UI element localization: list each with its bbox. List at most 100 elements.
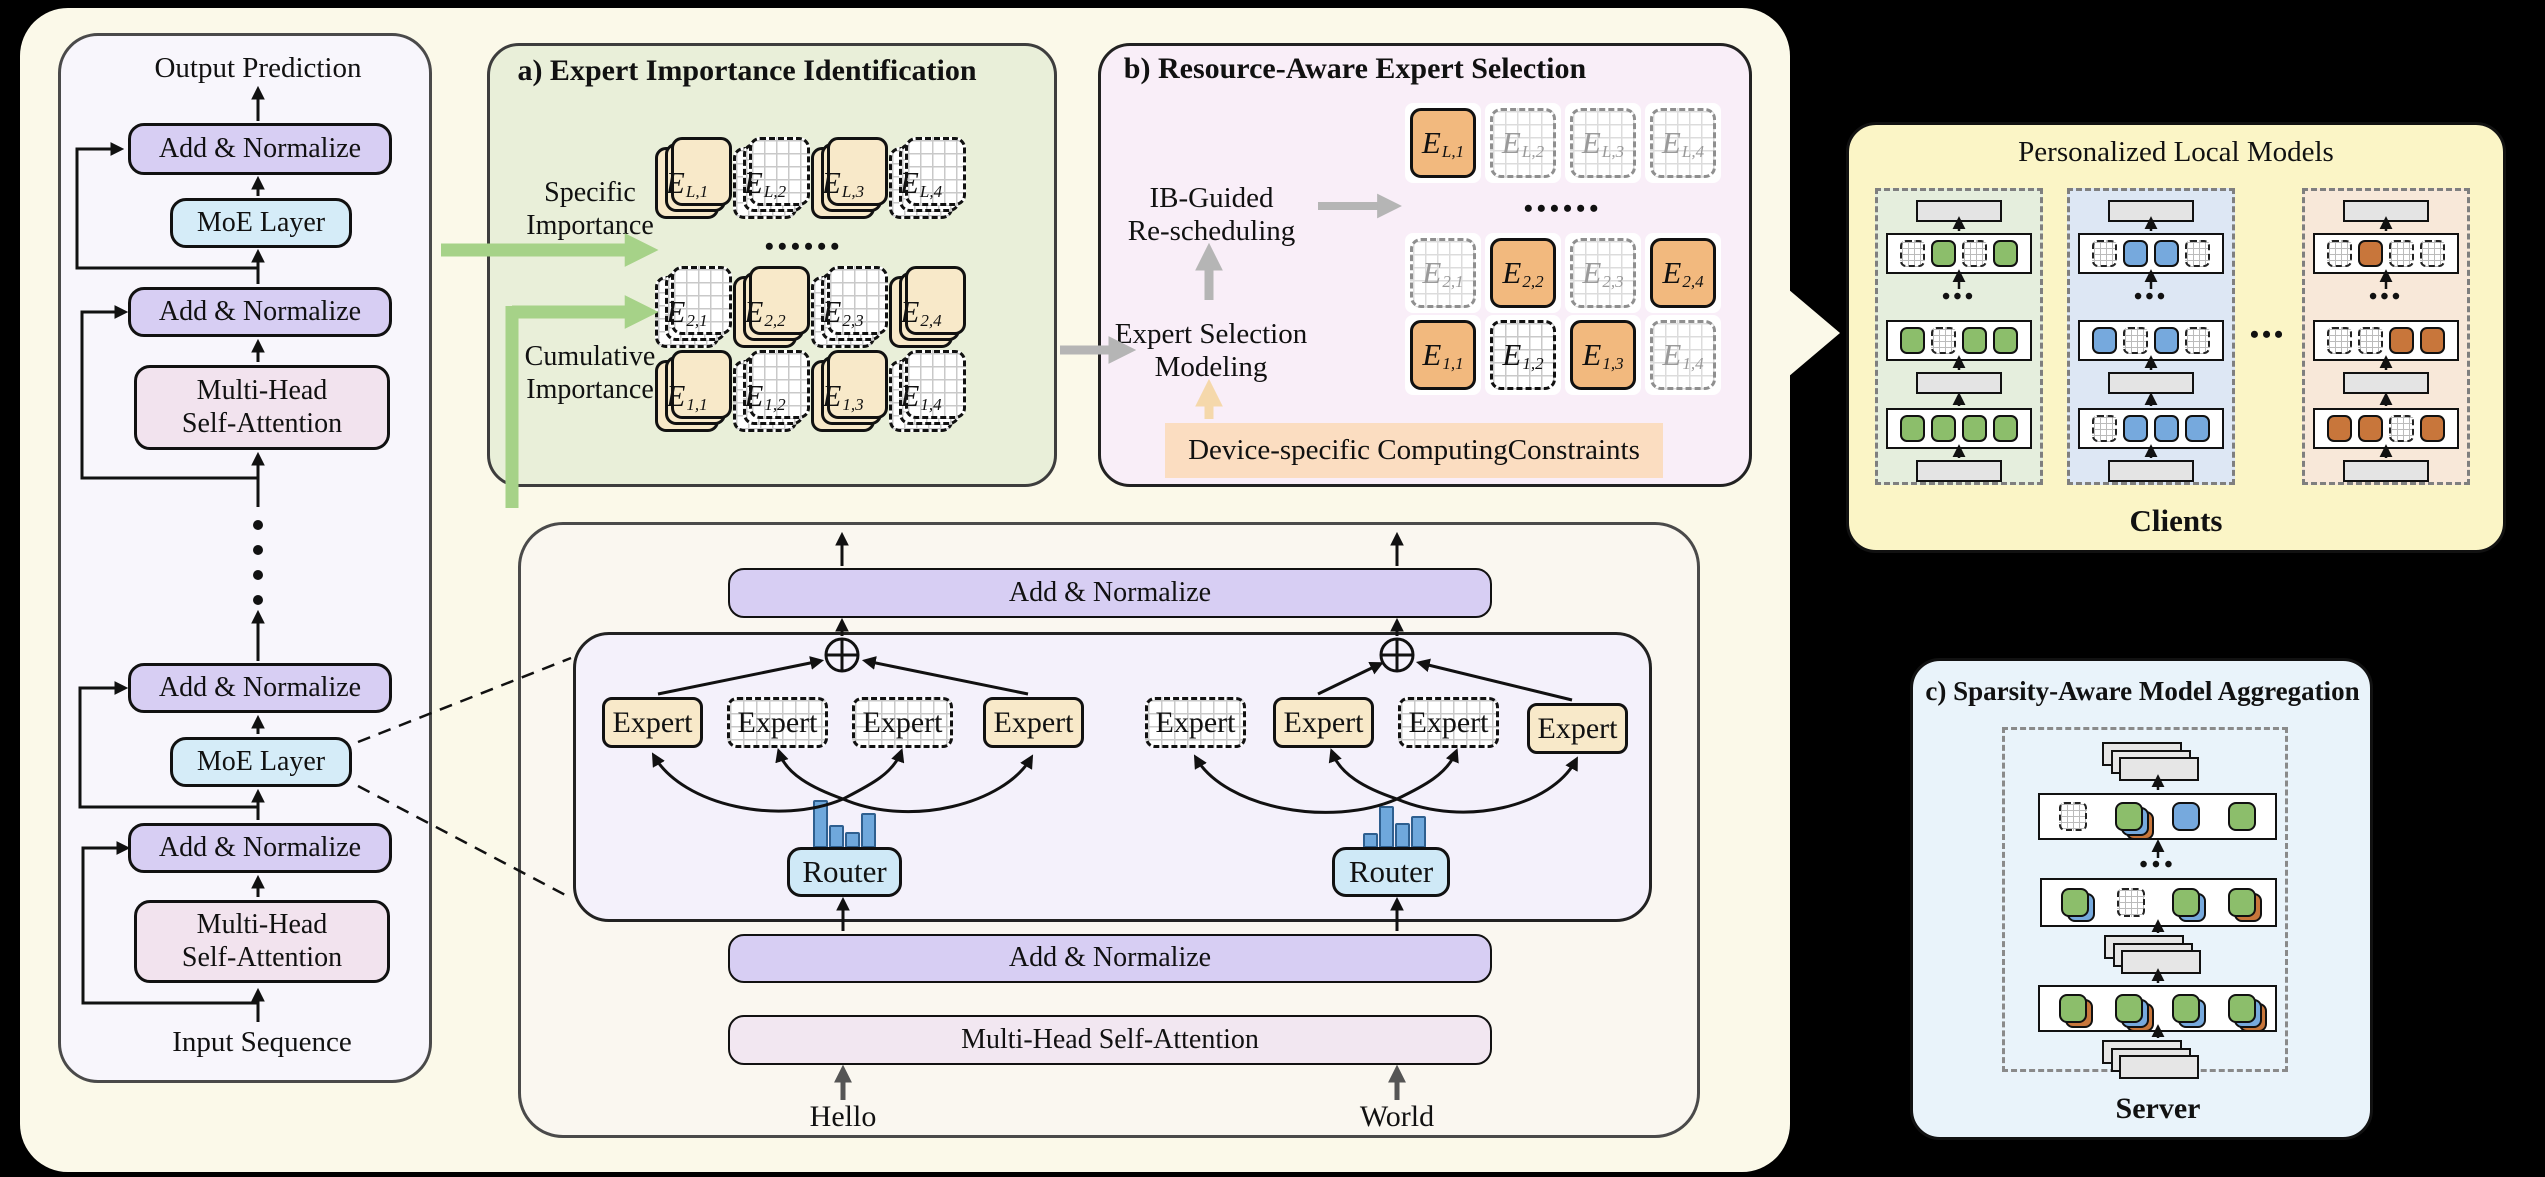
- expert-blue-layer: [2171, 802, 2200, 831]
- server-layer-stack: [2102, 742, 2182, 766]
- expert-symbol: E: [1421, 125, 1441, 160]
- client-expert-ghost: [2327, 327, 2352, 354]
- client-expert-ghost: [2185, 240, 2210, 267]
- client-expert-ghost: [2092, 415, 2117, 442]
- server-caption: Server: [2115, 1092, 2201, 1125]
- cumulative-line1: Cumulative: [524, 341, 656, 372]
- output-prediction-label: Output Prediction: [154, 52, 362, 84]
- router-gate-histogram: [1363, 806, 1426, 848]
- server-slot: [2115, 802, 2155, 840]
- detail-expert-ghost: Expert: [852, 697, 953, 748]
- add-normalize-box-3: Add & Normalize: [128, 663, 392, 713]
- client-dots: •••: [2133, 284, 2169, 310]
- router-text: Router: [802, 854, 887, 890]
- client-expert-row: [1886, 408, 2032, 449]
- detail-expert-ghost: Expert: [1398, 697, 1499, 748]
- router-box: Router: [787, 847, 902, 897]
- client-expert-orange: [2420, 415, 2445, 442]
- client-expert-row: [2313, 233, 2459, 274]
- expert-subscript: 2,4: [1682, 272, 1704, 291]
- client-expert-ghost: [2185, 327, 2210, 354]
- server-layer-stack: [2104, 935, 2184, 959]
- expert-subscript: 2,4: [920, 311, 942, 330]
- mhsa-text: Multi-Head: [196, 375, 328, 407]
- expert-symbol: E: [744, 294, 764, 329]
- moe-layer-box-1: MoE Layer: [170, 198, 352, 248]
- server-layer-stack: [2102, 1040, 2182, 1064]
- client-expert-orange: [2358, 415, 2383, 442]
- client-expert-blue: [2154, 240, 2179, 267]
- expert-subscript: 1,2: [1522, 354, 1544, 373]
- expert-symbol: E: [822, 294, 842, 329]
- expert-subscript: L,3: [1601, 142, 1625, 161]
- add-normalize-text: Add & Normalize: [158, 831, 362, 863]
- token-world-label: World: [1359, 1100, 1435, 1133]
- specific-line1: Specific: [544, 177, 636, 208]
- expert-green-layer: [2227, 802, 2256, 831]
- client-dots: •••: [2368, 284, 2404, 310]
- client-expert-green: [1900, 327, 1925, 354]
- expert-subscript: 2,2: [764, 311, 786, 330]
- expert-symbol: E: [900, 378, 920, 413]
- detail-expert-active: Expert: [1527, 703, 1628, 754]
- client-layer-bar: [2343, 372, 2429, 394]
- expert-subscript: 1,4: [1682, 354, 1704, 373]
- expert-symbol: E: [899, 165, 919, 200]
- expert-symbol: E: [1502, 255, 1522, 290]
- client-layer-bar: [2343, 200, 2429, 222]
- add-normalize-text: Add & Normalize: [1008, 942, 1212, 974]
- expert-symbol: E: [1662, 255, 1682, 290]
- client-expert-ghost: [2358, 327, 2383, 354]
- client-layer-bar: [1916, 460, 2002, 482]
- expert-text: Expert: [1155, 705, 1236, 739]
- moe-layer-text: MoE Layer: [196, 745, 326, 777]
- expert-symbol: E: [1502, 337, 1522, 372]
- client-layer-bar: [2108, 460, 2194, 482]
- esm-line2: Modeling: [1154, 351, 1268, 383]
- add-normalize-text: Add & Normalize: [158, 295, 362, 327]
- expert-symbol: E: [1422, 337, 1442, 372]
- detail-add-normalize-top: Add & Normalize: [728, 568, 1492, 618]
- client-expert-ghost: [2420, 240, 2445, 267]
- client-expert-row: [2313, 408, 2459, 449]
- panel-b-title: b) Resource-Aware Expert Selection: [1123, 52, 1587, 85]
- expert-symbol: E: [1501, 125, 1521, 160]
- expert-subscript: 2,2: [1522, 272, 1544, 291]
- detail-expert-active: Expert: [983, 697, 1084, 748]
- client-expert-row: [1886, 320, 2032, 361]
- panel-a-title: a) Expert Importance Identification: [517, 54, 977, 87]
- expert-subscript: 2,1: [686, 311, 708, 330]
- expert-subscript: 2,3: [842, 311, 864, 330]
- server-slot: [2227, 802, 2256, 831]
- expert-symbol: E: [822, 378, 842, 413]
- cumulative-importance-label: Cumulative Importance: [492, 340, 688, 406]
- client-expert-blue: [2154, 415, 2179, 442]
- detail-expert-ghost: Expert: [1145, 697, 1246, 748]
- mhsa-text: Multi-Head Self-Attention: [961, 1023, 1259, 1055]
- server-expert-row: [2040, 878, 2277, 927]
- server-slot: [2172, 888, 2207, 922]
- client-expert-green: [1900, 415, 1925, 442]
- server-dots: •••: [2139, 852, 2177, 878]
- detail-mhsa-bar: Multi-Head Self-Attention: [728, 1015, 1492, 1065]
- client-layer-bar: [1916, 372, 2002, 394]
- add-normalize-box-4: Add & Normalize: [128, 823, 392, 873]
- expert-symbol: E: [900, 294, 920, 329]
- expert-green-layer: [2171, 994, 2200, 1023]
- client-expert-orange: [2358, 240, 2383, 267]
- client-expert-row: [2078, 233, 2224, 274]
- expert-subscript: 1,4: [920, 395, 942, 414]
- expert-symbol: E: [1661, 125, 1681, 160]
- panel-a-row-dots: ••••••: [764, 232, 844, 261]
- esm-line1: Expert Selection: [1114, 318, 1308, 350]
